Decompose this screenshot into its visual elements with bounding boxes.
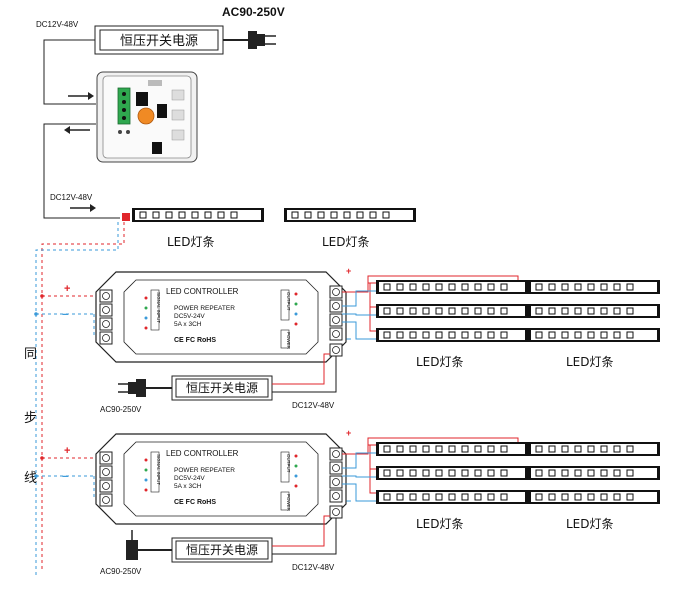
- repeater-group-2: + − LED CONTROLLER POWER REPEATERDC5V-24V5A…: [34, 428, 660, 576]
- master-controller: [96, 71, 198, 163]
- psu-label: 恒压开关电源: [186, 381, 258, 395]
- repeater-group-1: + − LED CONTROLLER POWER REPEATERDC5V-24V5A…: [34, 266, 660, 414]
- led-strip-col2-row1: [528, 442, 660, 456]
- top-psu-label: 恒压开关电源: [120, 34, 198, 49]
- controller-line1: POWER REPEATER: [174, 305, 235, 312]
- ac-plug-icon: [118, 379, 172, 397]
- strip-label-1: LED灯条: [416, 355, 464, 369]
- output-plus-label: +: [346, 428, 351, 438]
- top-connector: [122, 213, 130, 221]
- dc-label: DC12V-48V: [292, 563, 335, 572]
- controller-title: LED CONTROLLER: [166, 287, 239, 296]
- arrow-left-icon: [64, 126, 90, 134]
- top-ac-label: AC90-250V: [222, 5, 285, 19]
- led-strip-col1-row2: [376, 304, 528, 318]
- output-label: OUTPUT: [286, 292, 291, 311]
- strip-label-2: LED灯条: [566, 517, 614, 531]
- output-minus-label: −: [346, 496, 351, 506]
- controller-line1: POWER REPEATER: [174, 467, 235, 474]
- power-label: POWER: [286, 332, 291, 350]
- output-label: OUTPUT: [286, 454, 291, 473]
- controller-line2: DC5V-24V: [174, 313, 205, 320]
- ac-plug-icon: [126, 530, 172, 560]
- top-ac-plug-icon: [223, 31, 276, 49]
- output-plus-label: +: [346, 266, 351, 276]
- ac-label: AC90-250V: [100, 567, 142, 576]
- top-strip-label-2: LED灯条: [322, 235, 370, 249]
- led-strip-col2-row3: [528, 490, 660, 504]
- controller-line3: 5A x 3CH: [174, 321, 202, 328]
- input-plus-label: +: [64, 283, 70, 295]
- controller-title: LED CONTROLLER: [166, 449, 239, 458]
- led-strip-col2-row2: [528, 466, 660, 480]
- top-led-strip-1: [132, 208, 264, 222]
- led-strip-col2-row3: [528, 328, 660, 342]
- top-led-strip-2: [284, 208, 416, 222]
- controller-certs: CE FC RoHS: [174, 499, 216, 506]
- strip-label-1: LED灯条: [416, 517, 464, 531]
- sync-char-2: 步: [24, 411, 37, 426]
- controller-certs: CE FC RoHS: [174, 337, 216, 344]
- led-strip-col2-row1: [528, 280, 660, 294]
- controller-line3: 5A x 3CH: [174, 483, 202, 490]
- sync-char-3: 线: [24, 471, 37, 486]
- led-strip-col1-row2: [376, 466, 528, 480]
- input-plus-label: +: [64, 445, 70, 457]
- led-strip-col1-row1: [376, 442, 528, 456]
- signal-input-label: SIGNAL INPUT: [156, 292, 161, 323]
- top-dc-label-2: DC12V-48V: [50, 193, 93, 202]
- arrow-right-icon: [70, 204, 96, 212]
- ac-label: AC90-250V: [100, 405, 142, 414]
- led-strip-col2-row2: [528, 304, 660, 318]
- controller-line2: DC5V-24V: [174, 475, 205, 482]
- sync-char-1: 同: [24, 347, 37, 362]
- top-strip-label-1: LED灯条: [167, 235, 215, 249]
- input-minus-label: −: [62, 471, 68, 483]
- signal-input-label: SIGNAL INPUT: [156, 454, 161, 485]
- dc-label: DC12V-48V: [292, 401, 335, 410]
- output-minus-label: −: [346, 334, 351, 344]
- input-minus-label: −: [62, 309, 68, 321]
- power-label: POWER: [286, 494, 291, 512]
- top-dc-label-1: DC12V-48V: [36, 20, 79, 29]
- led-strip-col1-row3: [376, 328, 528, 342]
- arrow-right-icon: [68, 92, 94, 100]
- led-strip-col1-row3: [376, 490, 528, 504]
- strip-label-2: LED灯条: [566, 355, 614, 369]
- top-power-supply: 恒压开关电源: [94, 25, 224, 55]
- led-strip-col1-row1: [376, 280, 528, 294]
- psu-label: 恒压开关电源: [186, 543, 258, 557]
